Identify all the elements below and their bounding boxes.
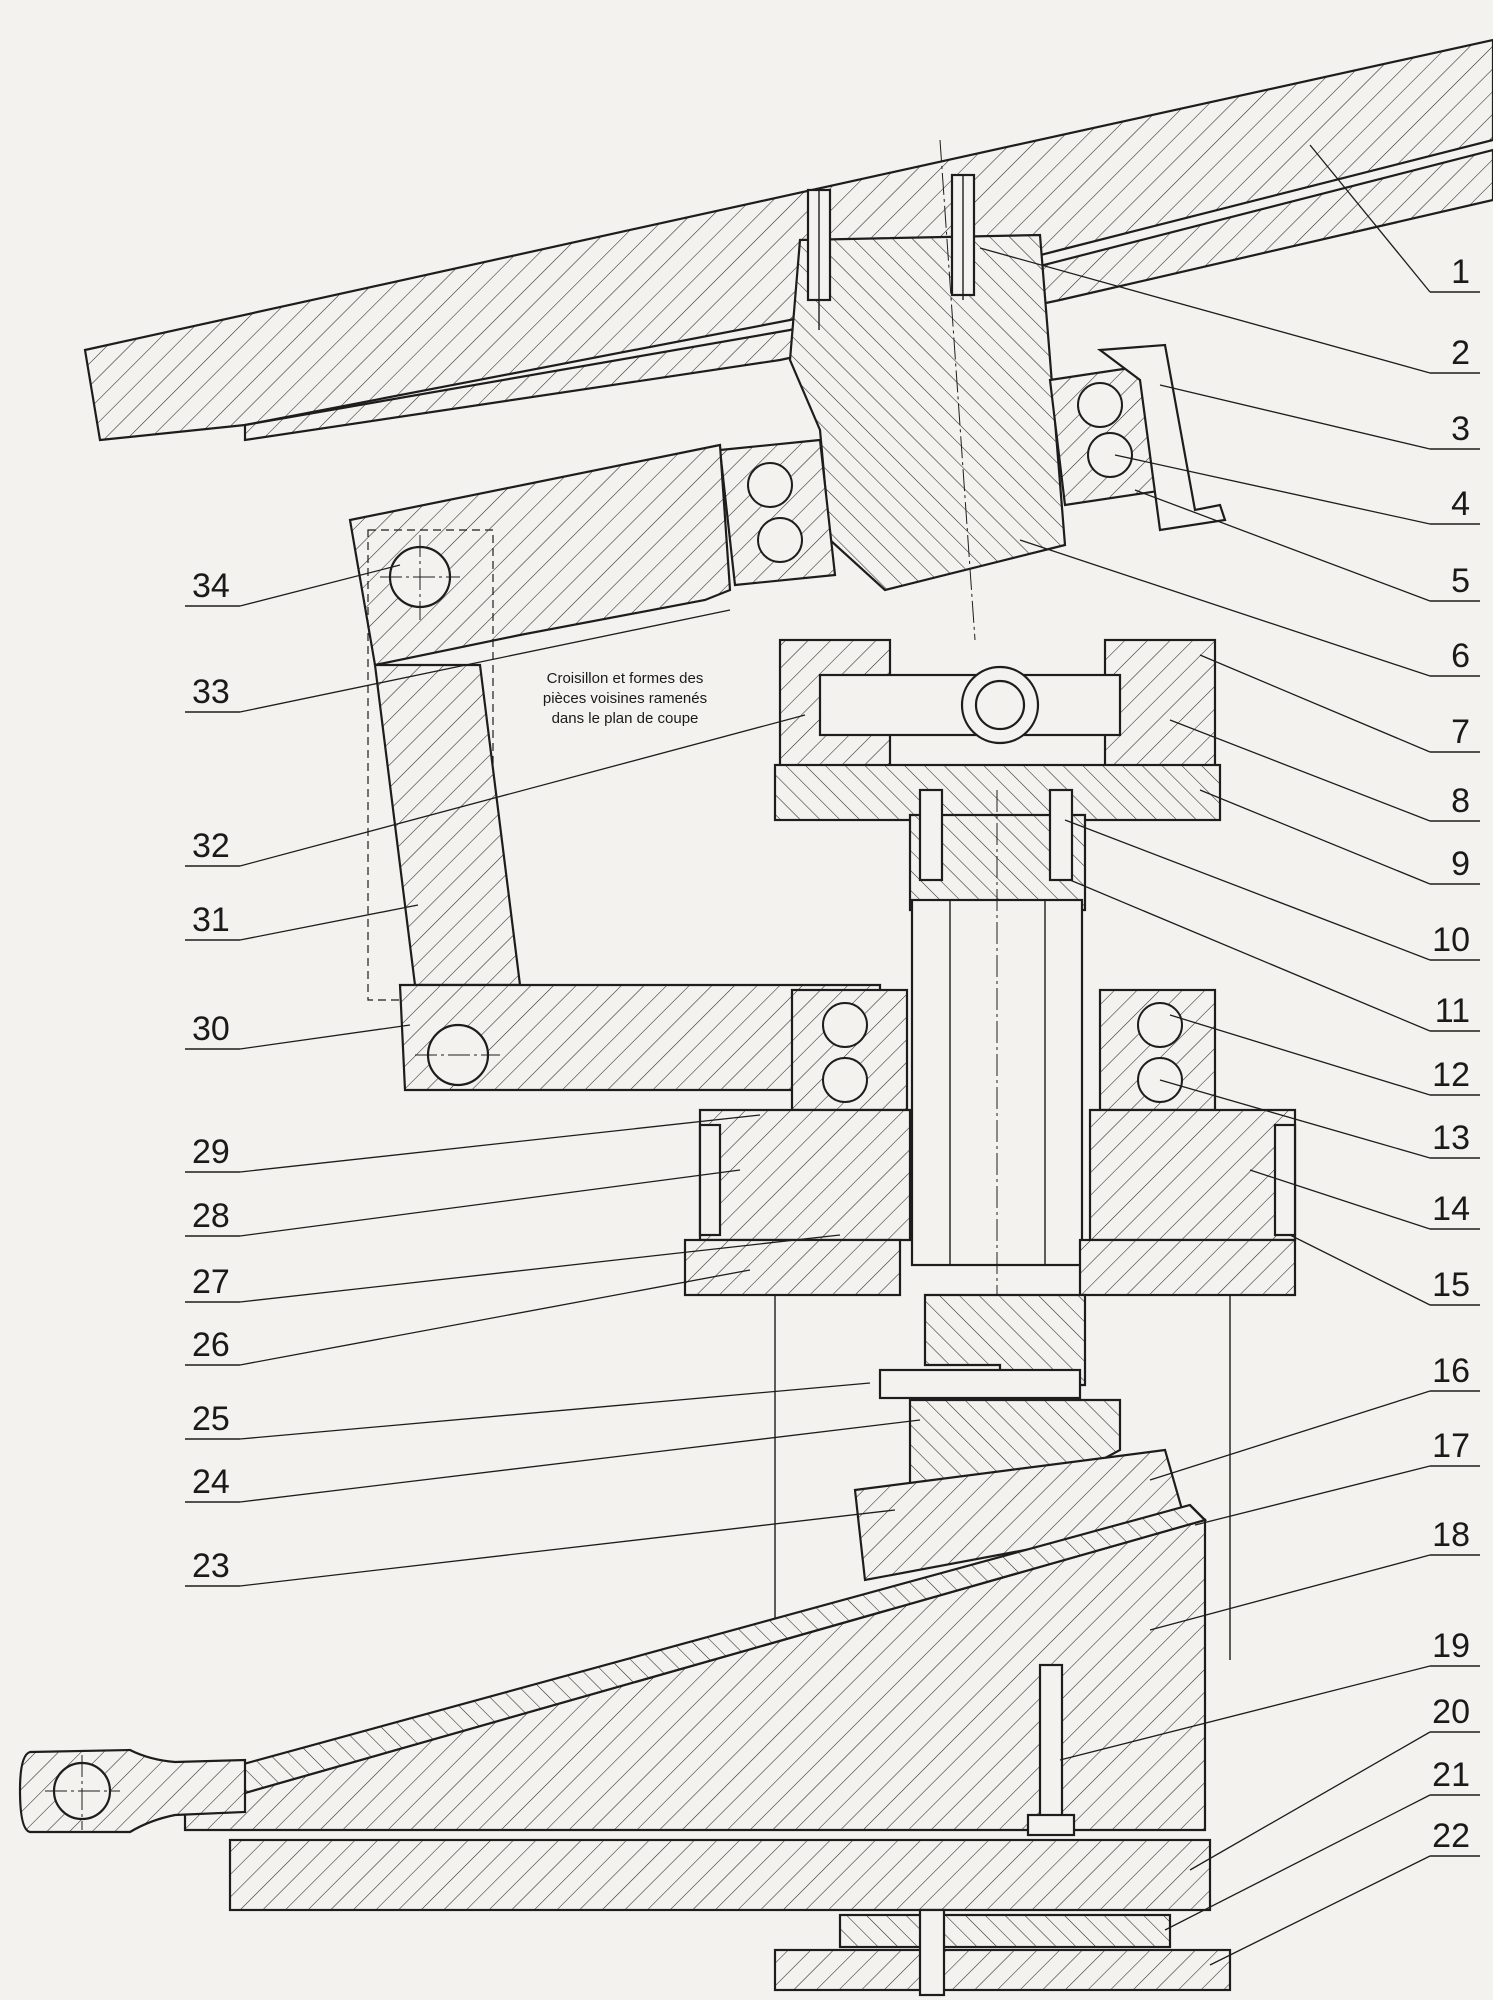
callout-30: 30: [192, 1010, 230, 1048]
callout-33: 33: [192, 673, 230, 711]
column-frame: [774, 1295, 1231, 1660]
part-6-pivot-block: [788, 139, 1067, 641]
callout-3: 3: [1451, 410, 1470, 448]
part-7-cross-housing: [778, 638, 1217, 772]
note-line-1: Croisillon et formes des: [547, 670, 704, 687]
part-26-base-rings: [683, 1238, 1297, 1297]
part-21-pad: [838, 1913, 1172, 1949]
lower-bearing-right: [1098, 988, 1217, 1112]
part-14-housing: [698, 1108, 1297, 1242]
callout-12: 12: [1432, 1056, 1470, 1094]
part-31-link: [373, 663, 522, 987]
callout-20: 20: [1432, 1693, 1470, 1731]
callout-7: 7: [1451, 713, 1470, 751]
callout-21: 21: [1432, 1756, 1470, 1794]
callout-32: 32: [192, 827, 230, 865]
part-5-cover: [1097, 343, 1227, 532]
callout-23: 23: [192, 1547, 230, 1585]
callout-11: 11: [1435, 992, 1470, 1030]
callout-28: 28: [192, 1197, 230, 1235]
part-20-base-plate: [228, 1838, 1212, 1912]
callouts-left: 34 33 32 31 30 29 28 27 26 25 24 23: [185, 564, 921, 1587]
callout-15: 15: [1432, 1266, 1470, 1304]
part-22-foot: [773, 1908, 1232, 1997]
part-30-bottom-arm: [398, 983, 882, 1092]
part-1-upper-arm: [83, 38, 1493, 442]
callout-14: 14: [1432, 1190, 1470, 1228]
part-2-screws: [806, 173, 976, 330]
callout-4: 4: [1451, 485, 1470, 523]
callout-18: 18: [1432, 1516, 1470, 1554]
handle-lug: [18, 1748, 247, 1834]
callout-1: 1: [1451, 253, 1470, 291]
callout-5: 5: [1451, 562, 1470, 600]
callout-31: 31: [192, 901, 230, 939]
lower-bearing-left: [790, 988, 909, 1112]
note-line-3: dans le plan de coupe: [552, 710, 699, 727]
callout-24: 24: [192, 1463, 230, 1501]
callout-22: 22: [1432, 1817, 1470, 1855]
callout-8: 8: [1451, 782, 1470, 820]
callout-10: 10: [1432, 921, 1470, 959]
callout-6: 6: [1451, 637, 1470, 675]
part-19-screw: [1026, 1663, 1076, 1837]
callout-27: 27: [192, 1263, 230, 1301]
callout-16: 16: [1432, 1352, 1470, 1390]
callout-9: 9: [1451, 845, 1470, 883]
part-11-shaft: [908, 788, 1087, 1300]
callout-19: 19: [1432, 1627, 1470, 1665]
upper-bearing-left: [718, 438, 837, 587]
note-line-2: pièces voisines ramenés: [543, 690, 707, 707]
callout-25: 25: [192, 1400, 230, 1438]
callout-29: 29: [192, 1133, 230, 1171]
section-note: Croisillon et formes des pièces voisines…: [543, 670, 707, 727]
callout-34: 34: [192, 567, 230, 605]
callout-13: 13: [1432, 1119, 1470, 1157]
callout-26: 26: [192, 1326, 230, 1364]
callouts-right: 1 2 3 4 5 6 7 8 9 10 11 12: [979, 144, 1480, 1966]
callout-2: 2: [1451, 334, 1470, 372]
callout-17: 17: [1432, 1427, 1470, 1465]
